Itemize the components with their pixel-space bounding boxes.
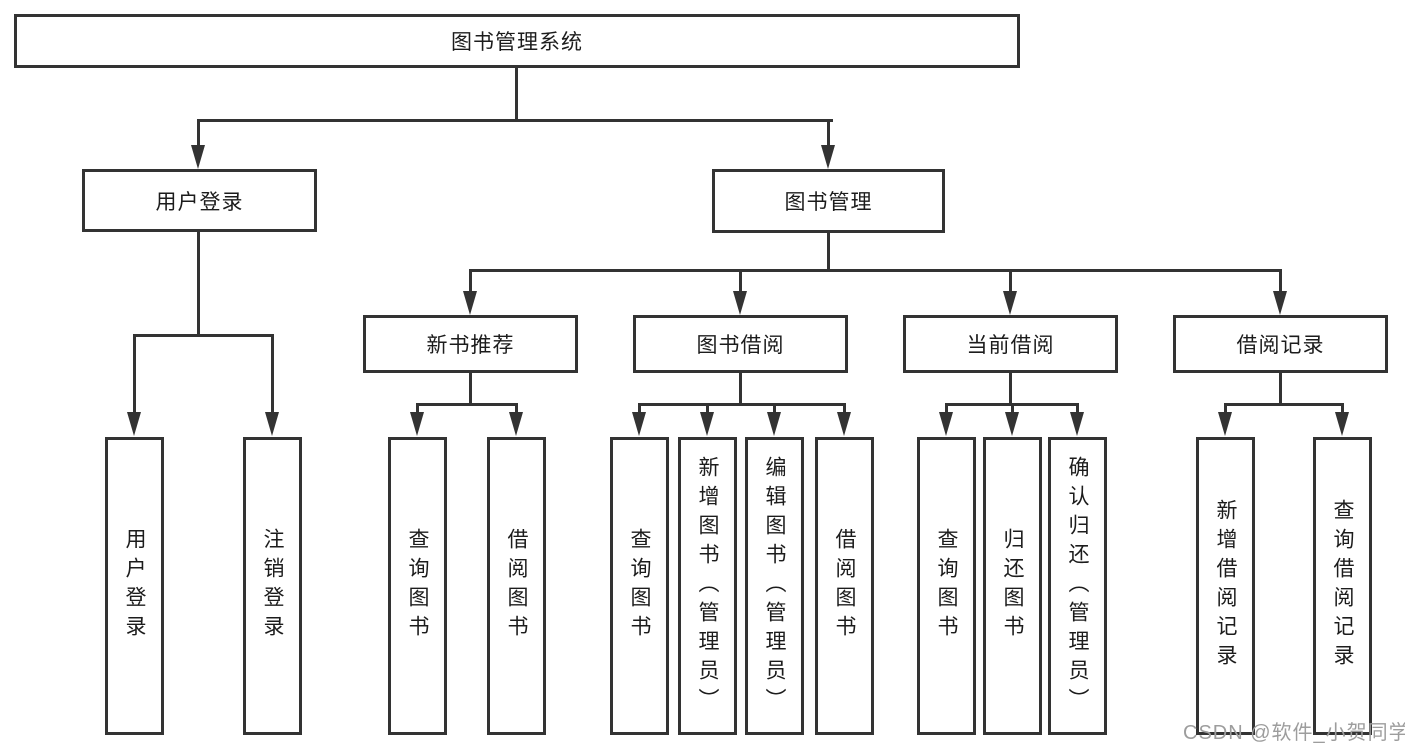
leaf-query-books-current-label: 查询图书 xyxy=(935,528,958,644)
leaf-user-login: 用户登录 xyxy=(105,437,164,735)
connector-line xyxy=(706,403,709,415)
node-user-login: 用户登录 xyxy=(82,169,317,232)
connector-line xyxy=(1224,403,1344,406)
arrow-down-icon xyxy=(1070,412,1084,436)
arrow-down-icon xyxy=(1005,412,1019,436)
arrow-down-icon xyxy=(767,412,781,436)
connector-line xyxy=(1224,403,1227,415)
leaf-return-books-label: 归还图书 xyxy=(1001,528,1024,644)
arrow-down-icon xyxy=(1218,412,1232,436)
arrow-down-icon xyxy=(632,412,646,436)
connector-line xyxy=(133,334,136,414)
node-book-management: 图书管理 xyxy=(712,169,945,233)
connector-line xyxy=(469,269,1282,272)
leaf-query-books-borrow-label: 查询图书 xyxy=(628,528,651,644)
leaf-confirm-return-admin: 确认归还（管理员） xyxy=(1048,437,1107,735)
leaf-borrow-books-label: 借阅图书 xyxy=(833,528,856,644)
arrow-down-icon xyxy=(700,412,714,436)
leaf-query-books-borrow: 查询图书 xyxy=(610,437,669,735)
arrow-down-icon xyxy=(1003,291,1017,315)
connector-line xyxy=(773,403,776,415)
connector-line xyxy=(827,233,830,272)
node-book-borrow: 图书借阅 xyxy=(633,315,848,373)
arrow-down-icon xyxy=(410,412,424,436)
arrow-down-icon xyxy=(1335,412,1349,436)
leaf-query-books-recommend: 查询图书 xyxy=(388,437,447,735)
node-borrow-records: 借阅记录 xyxy=(1173,315,1388,373)
connector-line xyxy=(1279,371,1282,406)
arrow-down-icon xyxy=(821,145,835,169)
connector-line xyxy=(515,403,518,415)
node-new-book-recommend-label: 新书推荐 xyxy=(426,334,515,357)
connector-line xyxy=(469,371,472,406)
connector-line xyxy=(843,403,846,415)
leaf-add-borrow-record: 新增借阅记录 xyxy=(1196,437,1255,735)
leaf-query-books-recommend-label: 查询图书 xyxy=(406,528,429,644)
arrow-down-icon xyxy=(939,412,953,436)
node-current-borrow: 当前借阅 xyxy=(903,315,1118,373)
csdn-watermark: CSDN @软件_小贺同学 xyxy=(1183,722,1405,744)
node-current-borrow-label: 当前借阅 xyxy=(966,334,1055,357)
leaf-user-login-label: 用户登录 xyxy=(123,528,146,644)
connector-line xyxy=(515,66,518,121)
connector-line xyxy=(133,334,274,337)
leaf-query-borrow-record-label: 查询借阅记录 xyxy=(1331,499,1354,673)
connector-line xyxy=(416,403,518,406)
connector-line xyxy=(469,269,472,293)
connector-line xyxy=(1009,269,1012,293)
leaf-add-borrow-record-label: 新增借阅记录 xyxy=(1214,499,1237,673)
leaf-logout: 注销登录 xyxy=(243,437,302,735)
node-borrow-records-label: 借阅记录 xyxy=(1236,334,1325,357)
connector-line xyxy=(1279,269,1282,293)
node-book-borrow-label: 图书借阅 xyxy=(696,334,785,357)
connector-line xyxy=(197,119,200,147)
arrow-down-icon xyxy=(463,291,477,315)
connector-line xyxy=(739,269,742,293)
node-book-management-label: 图书管理 xyxy=(784,191,873,214)
leaf-borrow-books-recommend-label: 借阅图书 xyxy=(505,528,528,644)
leaf-add-books-admin: 新增图书（管理员） xyxy=(678,437,737,735)
arrow-down-icon xyxy=(127,412,141,436)
arrow-down-icon xyxy=(1273,291,1287,315)
node-user-login-label: 用户登录 xyxy=(155,190,244,214)
connector-line xyxy=(197,119,833,122)
arrow-down-icon xyxy=(837,412,851,436)
connector-line xyxy=(1011,403,1014,415)
node-library-system-label: 图书管理系统 xyxy=(451,31,583,54)
connector-line xyxy=(1341,403,1344,415)
connector-line xyxy=(1076,403,1079,415)
connector-line xyxy=(638,403,846,406)
connector-line xyxy=(638,403,641,415)
leaf-confirm-return-admin-label: 确认归还（管理员） xyxy=(1066,455,1089,717)
leaf-add-books-admin-label: 新增图书（管理员） xyxy=(696,455,719,717)
leaf-query-books-current: 查询图书 xyxy=(917,437,976,735)
leaf-edit-books-admin: 编辑图书（管理员） xyxy=(745,437,804,735)
connector-line xyxy=(271,334,274,414)
leaf-borrow-books: 借阅图书 xyxy=(815,437,874,735)
connector-line xyxy=(416,403,419,415)
leaf-edit-books-admin-label: 编辑图书（管理员） xyxy=(763,455,786,717)
arrow-down-icon xyxy=(191,145,205,169)
leaf-logout-label: 注销登录 xyxy=(261,528,284,644)
connector-line xyxy=(197,230,200,337)
arrow-down-icon xyxy=(733,291,747,315)
leaf-borrow-books-recommend: 借阅图书 xyxy=(487,437,546,735)
node-library-system: 图书管理系统 xyxy=(14,14,1020,68)
leaf-return-books: 归还图书 xyxy=(983,437,1042,735)
connector-line xyxy=(739,371,742,406)
node-new-book-recommend: 新书推荐 xyxy=(363,315,578,373)
leaf-query-borrow-record: 查询借阅记录 xyxy=(1313,437,1372,735)
connector-line xyxy=(1009,371,1012,406)
arrow-down-icon xyxy=(265,412,279,436)
connector-line xyxy=(827,119,830,147)
arrow-down-icon xyxy=(509,412,523,436)
connector-line xyxy=(945,403,948,415)
